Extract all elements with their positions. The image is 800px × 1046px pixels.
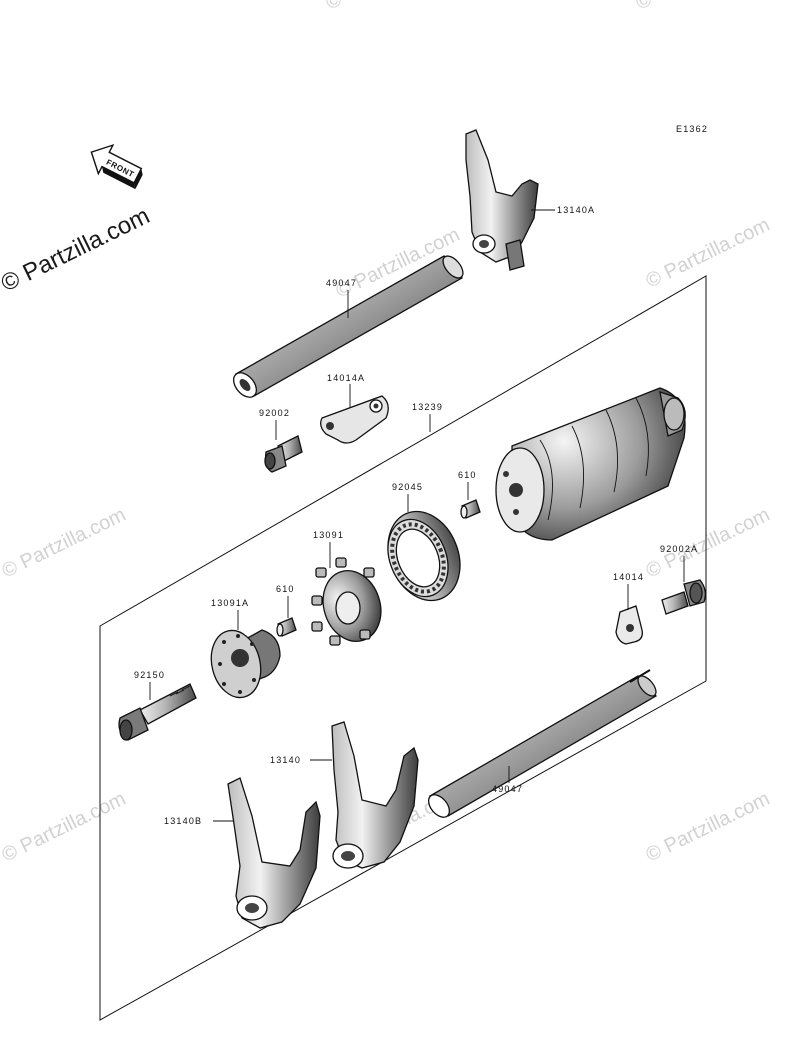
bearing-92045 — [387, 510, 461, 602]
watermark-main: © Partzilla.com — [0, 202, 154, 297]
callout-92150: 92150 — [134, 670, 165, 680]
shift-fork-13140 — [331, 721, 419, 869]
bolt-92150 — [118, 683, 197, 741]
bolt-92002 — [264, 435, 303, 473]
callout-610-lower: 610 — [276, 584, 295, 594]
callout-13239: 13239 — [412, 402, 443, 412]
drum-cam-13091 — [311, 557, 382, 646]
watermark: © Partzilla.com — [643, 214, 774, 293]
positioning-lever-14014A — [320, 395, 389, 444]
callout-92045: 92045 — [392, 482, 423, 492]
shift-fork-13140A — [465, 129, 539, 271]
front-arrow-icon: FRONT — [90, 143, 143, 190]
assembly-outline — [99, 275, 707, 1021]
shift-drum-13239 — [495, 387, 686, 541]
pin-610-lower — [276, 617, 297, 637]
bolt-92002A — [661, 579, 706, 615]
shift-rod-lower — [427, 669, 658, 818]
shift-fork-13140B — [227, 777, 321, 929]
callout-13140A: 13140A — [557, 205, 595, 215]
callout-13091: 13091 — [313, 530, 344, 540]
shift-rod-upper — [233, 255, 464, 398]
watermark: © Partzilla.com — [643, 788, 774, 867]
callout-49047-upper: 49047 — [326, 278, 357, 288]
callout-92002: 92002 — [259, 408, 290, 418]
watermark: © Partzilla.com — [0, 788, 129, 867]
watermark: © Partzilla.com — [633, 0, 764, 14]
callout-14014A: 14014A — [327, 373, 365, 383]
callout-14014: 14014 — [613, 572, 644, 582]
callout-49047-lower: 49047 — [492, 784, 523, 794]
diagram-code: E1362 — [676, 124, 708, 134]
plate-14014 — [615, 605, 643, 645]
leader-lines — [149, 209, 685, 822]
callout-92002A: 92002A — [660, 544, 698, 554]
pin-610-upper — [460, 499, 481, 519]
watermark: © Partzilla.com — [323, 0, 454, 14]
drum-cam-plate-13091A — [210, 629, 281, 699]
watermark: © Partzilla.com — [0, 504, 129, 583]
callout-13140: 13140 — [270, 755, 301, 765]
callout-13091A: 13091A — [211, 598, 249, 608]
callout-610-upper: 610 — [458, 470, 477, 480]
callout-13140B: 13140B — [164, 816, 202, 826]
callout-labels: 13140A 49047 14014A 92002 13239 610 9204… — [134, 205, 698, 826]
